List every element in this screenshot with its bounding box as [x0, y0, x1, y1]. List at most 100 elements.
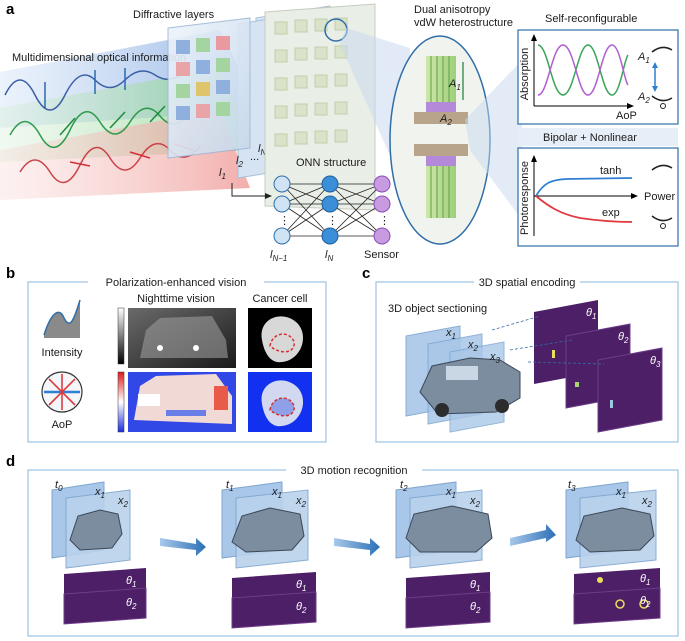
t1-theta2-map: [231, 591, 317, 629]
vdots-1: ⋮: [279, 215, 290, 227]
node-sensor-1: [373, 175, 391, 193]
eye-open-icon: [651, 46, 673, 53]
t0-label: t0: [55, 479, 63, 493]
eye-closed-icon: [651, 95, 673, 102]
node-sensor-2: [373, 195, 391, 213]
panel-b-title: Polarization-enhanced vision: [106, 277, 247, 289]
nighttime-aop-image: [128, 372, 236, 432]
truck-window-c: [446, 366, 478, 380]
aop-axis-label: AoP: [616, 110, 637, 122]
headlight-2: [193, 345, 199, 351]
t1-label: t1: [226, 479, 234, 493]
node-input-2: [273, 195, 291, 213]
panel-d-title-bg: [286, 464, 422, 476]
motion-frame-t0: t0 x1 x2 θ1 θ2: [51, 479, 147, 625]
zoom-cone-right: [465, 60, 522, 220]
onn-pointer-line: [231, 183, 268, 197]
aop-label: AoP: [52, 419, 73, 431]
heterostructure-ellipse: A1 A2: [389, 35, 491, 245]
t0-theta2-map: [63, 587, 147, 625]
upper-purple-layer: [426, 102, 456, 112]
t0-x1-label: x1: [94, 486, 105, 500]
t1-theta1-label: θ1: [296, 579, 306, 593]
t3-x2-label: x2: [641, 495, 653, 509]
aop-red-patch: [214, 386, 228, 410]
dual-anisotropy-label-2: vdW heterostructure: [414, 17, 513, 29]
panel-label-d: d: [6, 453, 15, 470]
plate-pixels: [274, 17, 348, 147]
theta2-label: θ2: [618, 331, 629, 345]
t2-theta2-label: θ2: [470, 601, 481, 615]
lower-base: [414, 144, 468, 156]
photoresponse-axis-label: Photoresponse: [519, 161, 531, 235]
photoresponse-box: [517, 147, 679, 247]
a2-layer-label: A2: [439, 113, 452, 127]
t2-theta1-label: θ1: [470, 579, 480, 593]
eye-pupil-icon: [660, 103, 666, 109]
eye-pupil-icon-2: [660, 223, 666, 229]
bipolar-title: Bipolar + Nonlinear: [543, 132, 637, 144]
cell-region-2: [269, 397, 295, 417]
slices-c: x1 x2 x3: [405, 325, 521, 433]
theta1-label: θ1: [586, 307, 596, 321]
t3-label: t3: [568, 479, 576, 493]
layer-1-pixels: [176, 36, 230, 120]
truck-body-c: [419, 357, 521, 415]
photoresponse-chart: Photoresponse Power tanh exp: [519, 155, 676, 236]
motion-frame-t2: t2 x1 x2 θ1 θ2: [395, 479, 493, 629]
cancer-aop-image: [248, 372, 312, 432]
node-input-3: [273, 227, 291, 245]
t1-x1-label: x1: [271, 486, 282, 500]
l1-label: l1: [219, 167, 226, 181]
intensity-icon: Intensity: [42, 299, 83, 359]
absorption-axis-label: Absorption: [519, 48, 531, 101]
motion-arrow-3: [510, 524, 556, 546]
feature-maps-c: θ1 θ2 θ3: [534, 300, 663, 433]
tanh-curve: [535, 177, 633, 197]
eye-open-icon-2: [651, 164, 673, 171]
t2-label: t2: [400, 479, 408, 493]
truck-model-c: [419, 357, 521, 417]
motion-arrow-1: [160, 538, 206, 556]
nighttime-vision-label: Nighttime vision: [137, 293, 215, 305]
x2-label-c: x2: [467, 339, 479, 353]
lnm1-label: lN−1: [270, 249, 287, 263]
cell-region-1: [269, 333, 295, 353]
t2-x2-label: x2: [469, 495, 481, 509]
theta3-label: θ3: [650, 355, 661, 369]
lN-label: lN: [325, 249, 333, 263]
t2-x1-label: x1: [445, 486, 456, 500]
x1-label-c: x1: [445, 327, 456, 341]
self-reconfig-title: Self-reconfigurable: [545, 13, 637, 25]
aop-highlight: [138, 394, 160, 406]
t3-truck: [575, 507, 655, 553]
t0-theta2-label: θ2: [126, 597, 137, 611]
panel-c: c 3D spatial encoding 3D object sectioni…: [362, 265, 679, 443]
panel-b: b Polarization-enhanced vision Intensity…: [6, 265, 327, 443]
motion-frame-t3: t3 x1 x2 θ1 θ2: [565, 479, 661, 625]
t3-theta2-label: θ2: [640, 595, 651, 609]
panel-label-c: c: [362, 265, 370, 282]
bipolar-title-bg: [518, 128, 678, 146]
lower-purple-layer: [426, 156, 456, 166]
t0-x2-label: x2: [117, 495, 129, 509]
metasurface-plate: [264, 3, 410, 211]
t0-theta1-label: θ1: [126, 575, 136, 589]
onn-structure-title: ONN structure: [296, 157, 366, 169]
node-hidden-1: [321, 175, 339, 193]
a2-legend: A2: [637, 91, 650, 105]
diffractive-layers-label: Diffractive layers: [133, 9, 215, 21]
t1-theta2-label: θ2: [296, 601, 307, 615]
intensity-wave: [44, 300, 80, 338]
t3-x1-label: x1: [615, 486, 626, 500]
panel-c-title: 3D spatial encoding: [479, 277, 576, 289]
t3-theta1-label: θ1: [640, 573, 650, 587]
a1-legend: A1: [637, 51, 650, 65]
node-hidden-3: [321, 227, 339, 245]
theta3-map: [597, 347, 663, 433]
headlight-1: [157, 345, 163, 351]
cancer-intensity-image: [248, 308, 312, 368]
lower-stripes: [430, 166, 450, 218]
a2-curve: [537, 44, 629, 96]
